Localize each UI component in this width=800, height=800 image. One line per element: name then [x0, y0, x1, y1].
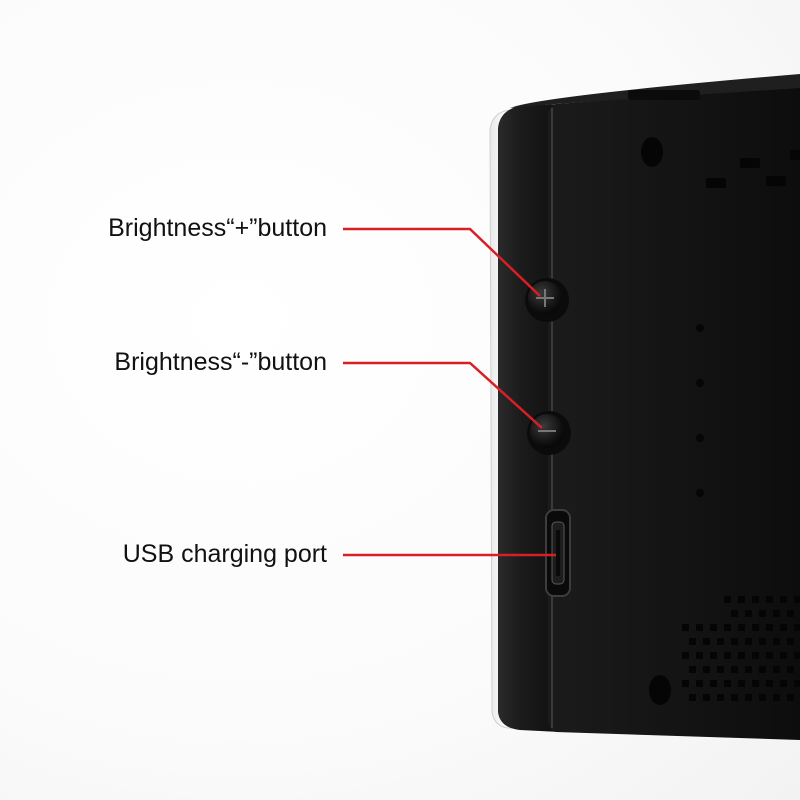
- brightness-minus-label: Brightness“-”button: [114, 348, 327, 376]
- grille-hole: [703, 666, 710, 673]
- grille-hole: [689, 638, 696, 645]
- leader-line-plus: [343, 227, 541, 297]
- grille-hole: [738, 680, 745, 687]
- grille-hole: [773, 610, 780, 617]
- leader-line-minus: [343, 361, 543, 429]
- usb-charging-port-label: USB charging port: [122, 540, 327, 568]
- grille-hole: [794, 624, 800, 631]
- grille-hole: [759, 694, 766, 701]
- grille-hole: [703, 694, 710, 701]
- brightness-plus-button-art: [525, 278, 569, 322]
- grille-hole: [689, 666, 696, 673]
- grille-hole: [731, 694, 738, 701]
- brightness-minus-button-art: [527, 411, 571, 455]
- grille-hole: [780, 652, 787, 659]
- grille-hole: [745, 666, 752, 673]
- grille-hole: [696, 652, 703, 659]
- grille-hole: [766, 624, 773, 631]
- grille-hole: [745, 638, 752, 645]
- grille-hole: [710, 652, 717, 659]
- grille-hole: [787, 694, 794, 701]
- grille-hole: [745, 694, 752, 701]
- grille-hole: [752, 624, 759, 631]
- grille-hole: [717, 694, 724, 701]
- brightness-plus-label: Brightness“+”button: [108, 214, 327, 242]
- grille-hole: [787, 610, 794, 617]
- grille-hole: [773, 694, 780, 701]
- grille-hole: [696, 624, 703, 631]
- grille-hole: [780, 596, 787, 603]
- grille-hole: [780, 624, 787, 631]
- grille-hole: [752, 680, 759, 687]
- grille-hole: [794, 652, 800, 659]
- grille-hole: [682, 652, 689, 659]
- grille-hole: [766, 680, 773, 687]
- grille-hole: [773, 638, 780, 645]
- grille-hole: [717, 638, 724, 645]
- grille-hole: [794, 680, 800, 687]
- grille-hole: [787, 638, 794, 645]
- grille-hole: [766, 652, 773, 659]
- grille-hole: [752, 652, 759, 659]
- grille-hole: [738, 652, 745, 659]
- grille-hole: [738, 596, 745, 603]
- grille-hole: [717, 666, 724, 673]
- grille-hole: [703, 638, 710, 645]
- grille-hole: [766, 596, 773, 603]
- grille-hole: [752, 596, 759, 603]
- grille-hole: [759, 666, 766, 673]
- grille-hole: [682, 680, 689, 687]
- grille-hole: [689, 694, 696, 701]
- grille-hole: [731, 666, 738, 673]
- grille-hole: [759, 638, 766, 645]
- grille-hole: [710, 680, 717, 687]
- grille-hole: [724, 624, 731, 631]
- grille-hole: [780, 680, 787, 687]
- usb-port-art: [545, 509, 571, 597]
- grille-hole: [724, 596, 731, 603]
- grille-hole: [773, 666, 780, 673]
- grille-hole: [724, 652, 731, 659]
- grille-hole: [759, 610, 766, 617]
- grille-hole: [731, 610, 738, 617]
- grille-hole: [731, 638, 738, 645]
- grille-hole: [745, 610, 752, 617]
- grille-hole: [787, 666, 794, 673]
- grille-hole: [724, 680, 731, 687]
- grille-hole: [682, 624, 689, 631]
- grille-hole: [710, 624, 717, 631]
- grille-hole: [696, 680, 703, 687]
- grille-hole: [794, 596, 800, 603]
- grille-hole: [738, 624, 745, 631]
